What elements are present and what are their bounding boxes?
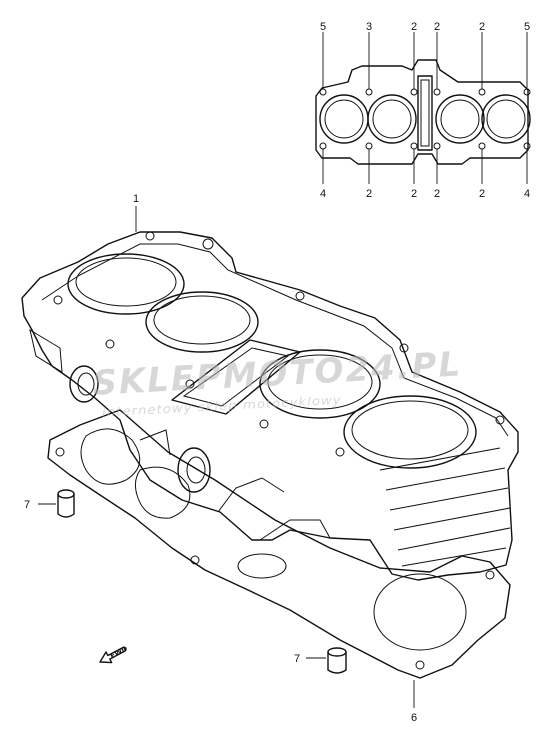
callout-1: 1 xyxy=(133,193,139,205)
top-view-inset xyxy=(315,32,531,184)
callout-2-bottom-a: 2 xyxy=(366,188,372,200)
dowel-pin-right xyxy=(306,647,347,674)
dowel-pin-left xyxy=(38,489,75,518)
callout-2-top-b: 2 xyxy=(434,21,440,33)
callout-2-bottom-b: 2 xyxy=(411,188,417,200)
cylinder-base-gasket xyxy=(47,409,511,679)
fwd-arrow-icon: FWD xyxy=(99,645,129,664)
callout-5-right: 5 xyxy=(524,21,530,33)
callout-7-right: 7 xyxy=(294,653,300,665)
callout-7-left: 7 xyxy=(24,499,30,511)
callout-2-top-c: 2 xyxy=(479,21,485,33)
callout-6: 6 xyxy=(411,712,417,724)
callout-4-left: 4 xyxy=(320,188,326,200)
callout-3: 3 xyxy=(366,21,372,33)
callout-2-top-a: 2 xyxy=(411,21,417,33)
cylinder-block xyxy=(21,231,519,581)
callout-4-right: 4 xyxy=(524,188,530,200)
watermark-brand: SKLEPMOTO24.PL xyxy=(91,344,463,403)
callout-5-left: 5 xyxy=(320,21,326,33)
watermark: SKLEPMOTO24.PL internetowy sklep motocyk… xyxy=(91,344,463,419)
callout-2-bottom-c: 2 xyxy=(434,188,440,200)
callout-2-bottom-d: 2 xyxy=(479,188,485,200)
fwd-label: FWD xyxy=(109,645,129,661)
